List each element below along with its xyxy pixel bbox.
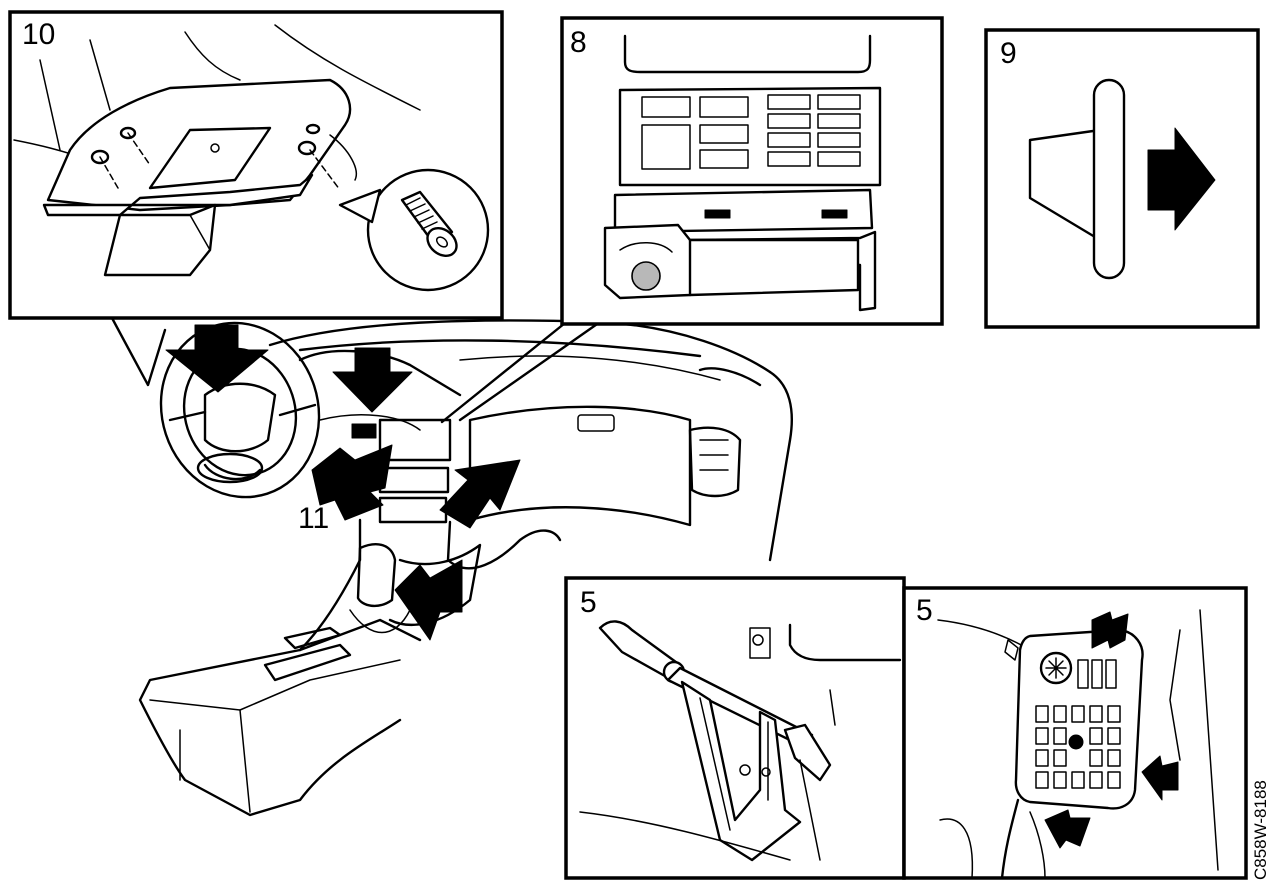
callout-number-5a: 5 — [580, 586, 597, 619]
panel-detail-5-fusebox: 5 — [902, 586, 1248, 880]
panel-detail-9: 9 — [984, 28, 1260, 329]
panel-detail-8: 8 — [560, 16, 944, 326]
callout-pointer-10 — [110, 316, 167, 387]
solid-black-arrow-icon — [165, 324, 269, 393]
callout-number-9: 9 — [1000, 37, 1017, 70]
callout-number-8: 8 — [570, 26, 587, 59]
panel-detail-10: 10 — [8, 10, 504, 320]
callout-number-5b: 5 — [916, 594, 933, 627]
callout-number-11: 11 — [298, 502, 329, 535]
solid-black-arrow-icon — [1044, 809, 1091, 849]
callout-pointer-8 — [440, 313, 602, 424]
solid-black-arrow-icon — [332, 347, 413, 413]
solid-black-arrow-icon — [439, 459, 521, 529]
right-arrow-icon — [1147, 127, 1216, 231]
solid-black-arrow-icon — [394, 559, 463, 641]
panel-detail-5-lever: 5 — [564, 576, 906, 880]
screw-icon — [400, 190, 458, 257]
dashboard-overview — [138, 319, 793, 817]
solid-black-arrow-icon — [1091, 611, 1129, 649]
callout-number-10: 10 — [22, 18, 55, 51]
figure-code: C858W-8188 — [1251, 780, 1270, 880]
solid-black-arrow-icon — [311, 444, 393, 521]
solid-black-arrow-icon — [1141, 755, 1179, 801]
fuse-grid — [1035, 705, 1121, 789]
